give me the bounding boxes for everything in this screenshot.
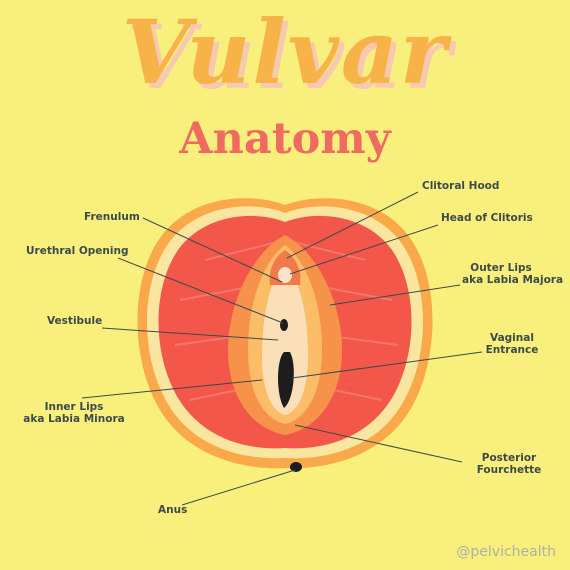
credit-handle: @pelvichealth <box>456 544 556 560</box>
leader-frenulum <box>142 217 283 283</box>
leader-vestibule <box>101 327 279 341</box>
label-posterior-fourchette-line2: Fourchette <box>476 463 542 476</box>
subtitle: Anatomy <box>179 114 391 164</box>
leader-outer-lips <box>329 284 461 306</box>
label-inner-lips-line1: Inner Lips <box>44 401 104 413</box>
title: Vulvar <box>121 0 449 104</box>
label-outer-lips-line1: Outer Lips <box>470 262 532 274</box>
vaginal-entrance <box>278 352 294 408</box>
label-clitoral-hood: Clitoral Hood <box>422 180 500 192</box>
leader-inner-lips <box>81 379 263 399</box>
head-of-clitoris <box>278 267 292 283</box>
leader-posterior-fourchette <box>294 424 463 463</box>
label-posterior-fourchette-line1: Posterior <box>481 452 537 464</box>
leader-urethral-opening <box>117 257 284 324</box>
vestibule <box>262 262 308 415</box>
label-posterior-fourchette: Posterior Fourchette <box>474 452 544 476</box>
label-frenulum: Frenulum <box>84 211 140 223</box>
leader-anus <box>181 469 296 506</box>
label-head-of-clitoris: Head of Clitoris <box>441 212 533 224</box>
label-vaginal-entrance: Vaginal Entrance <box>482 332 542 356</box>
label-inner-lips-line2: aka Labia Minora <box>23 412 125 425</box>
label-vaginal-entrance-line1: Vaginal <box>490 332 534 344</box>
urethral-opening <box>280 319 288 331</box>
label-urethral-opening: Urethral Opening <box>26 245 129 257</box>
leader-head-of-clitoris <box>289 224 439 275</box>
label-vestibule: Vestibule <box>47 315 103 327</box>
anus <box>290 462 302 472</box>
label-vaginal-entrance-line2: Entrance <box>485 343 539 356</box>
label-anus: Anus <box>158 504 188 516</box>
label-inner-lips: Inner Lips aka Labia Minora <box>22 401 126 425</box>
leader-clitoral-hood <box>286 191 419 259</box>
label-outer-lips-line2: aka Labia Majora <box>462 273 564 286</box>
label-outer-lips: Outer Lips aka Labia Majora <box>462 262 564 286</box>
leader-vaginal-entrance <box>291 351 483 379</box>
